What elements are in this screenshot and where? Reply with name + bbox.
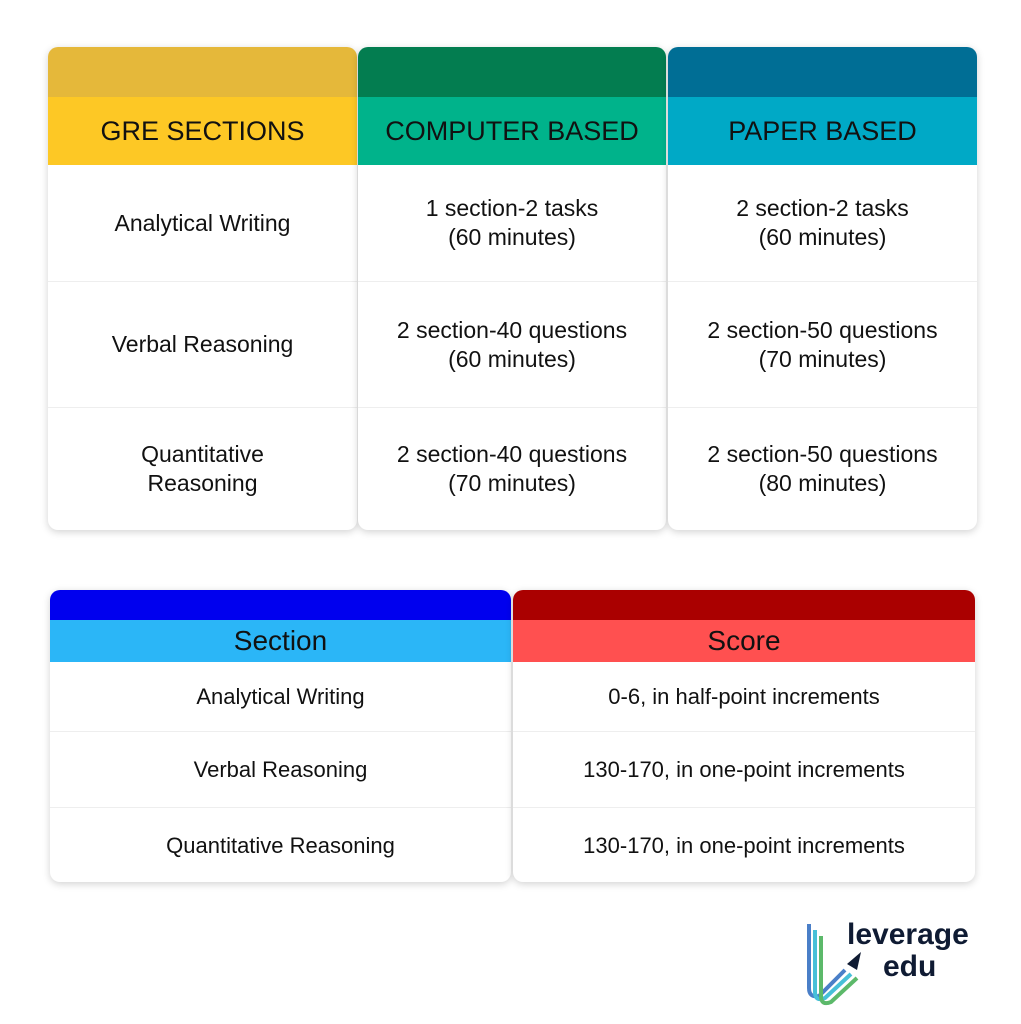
table-cell: Quantitative Reasoning <box>166 832 395 858</box>
header-band <box>513 590 975 620</box>
table-cell: 2 section-2 tasks (60 minutes) <box>668 165 977 282</box>
logo-text-leverage: leverage <box>847 918 969 951</box>
pencil-check-icon <box>807 924 861 1006</box>
column-header: Score <box>513 620 975 667</box>
column-header: Section <box>50 620 511 667</box>
table-cell: 0-6, in half-point increments <box>513 662 975 732</box>
table-cell: 130-170, in one-point increments <box>583 832 905 858</box>
table-cell: Verbal Reasoning <box>50 732 511 808</box>
table-cell: 2 section-40 questions (60 minutes) <box>358 282 666 408</box>
table-cell: Analytical Writing <box>48 165 357 282</box>
header-band <box>50 590 511 620</box>
header-band <box>358 47 666 97</box>
leverage-edu-logo: leverage edu <box>805 918 985 1008</box>
table-cell: 1 section-2 tasks (60 minutes) <box>358 165 666 282</box>
table-cell: 2 section-40 questions (70 minutes) <box>396 441 628 496</box>
logo-text-edu: edu <box>883 950 937 983</box>
table-cell: Quantitative Reasoning <box>141 441 264 496</box>
column-header: GRE SECTIONS <box>48 97 357 170</box>
header-band <box>668 47 977 97</box>
table-cell: Verbal Reasoning <box>48 282 357 408</box>
table-cell: Analytical Writing <box>50 662 511 732</box>
table-cell: 2 section-50 questions (80 minutes) <box>707 441 938 496</box>
table-cell: 130-170, in one-point increments <box>513 732 975 808</box>
table-cell: 2 section-50 questions (70 minutes) <box>668 282 977 408</box>
column-header: PAPER BASED <box>668 97 977 170</box>
column-header: COMPUTER BASED <box>358 97 666 170</box>
header-band <box>48 47 357 97</box>
